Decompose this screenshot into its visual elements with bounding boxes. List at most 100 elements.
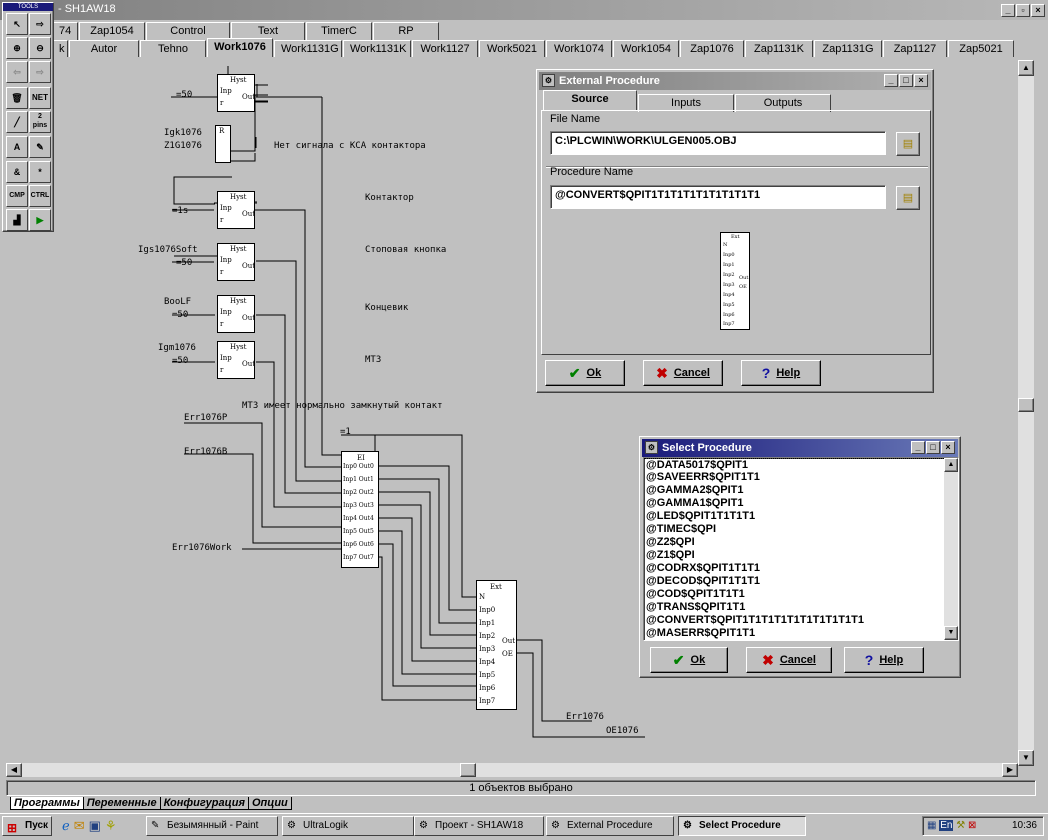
select-tool-icon[interactable]: ⇨ xyxy=(29,13,51,35)
tab-zap5021[interactable]: Zap5021 xyxy=(948,40,1014,58)
task-project[interactable]: ⚙ Проект - SH1AW18 xyxy=(414,816,544,836)
procedure-browse-button[interactable]: ▤ xyxy=(896,186,920,210)
tab-74[interactable]: 74 xyxy=(52,22,78,40)
tab-work1127[interactable]: Work1127 xyxy=(412,40,478,58)
tab-work1076[interactable]: Work1076 xyxy=(207,38,273,58)
tab-text[interactable]: Text xyxy=(231,22,305,40)
hyst-block-5[interactable]: Hyst Inp r Out xyxy=(217,341,255,379)
list-item[interactable]: @LED$QPIT1T1T1T1 xyxy=(646,510,756,522)
hscroll-thumb[interactable] xyxy=(460,763,476,777)
tab-variables[interactable]: Переменные xyxy=(82,797,160,810)
select-cancel-button[interactable]: ✖ Cancel xyxy=(746,647,832,673)
file-name-input[interactable]: C:\PLCWIN\WORK\ULGEN005.OBJ xyxy=(550,131,886,155)
list-item[interactable]: @DECOD$QPIT1T1T1 xyxy=(646,575,761,587)
list-item[interactable]: @MASERR$QPIT1T1 xyxy=(646,627,756,639)
tab-inputs[interactable]: Inputs xyxy=(638,94,734,112)
vscroll-thumb[interactable] xyxy=(1018,398,1034,412)
list-item[interactable]: @DATA5017$QPIT1 xyxy=(644,458,944,471)
task-external-procedure[interactable]: ⚙ External Procedure xyxy=(546,816,674,836)
tab-outputs[interactable]: Outputs xyxy=(735,94,831,112)
chart-tool-icon[interactable]: ▟ xyxy=(6,209,28,231)
hyst-block-1[interactable]: Hyst Inp r Out xyxy=(217,74,255,112)
tab-work1054[interactable]: Work1054 xyxy=(613,40,679,58)
tab-work1131g[interactable]: Work1131G xyxy=(274,40,342,58)
delete-icon[interactable]: 🗑 xyxy=(6,87,28,109)
task-select-procedure[interactable]: ⚙ Select Procedure xyxy=(678,816,806,836)
tab-autor[interactable]: Autor xyxy=(69,40,139,58)
select-minimize-button[interactable]: _ xyxy=(911,441,925,454)
script-tool-icon[interactable]: ✎ xyxy=(29,136,51,158)
list-item[interactable]: @SAVEERR$QPIT1T1 xyxy=(646,471,760,483)
horizontal-scrollbar[interactable]: ◀ ▶ xyxy=(6,763,1018,777)
select-maximize-button[interactable]: □ xyxy=(926,441,940,454)
tab-zap1054[interactable]: Zap1054 xyxy=(79,22,145,40)
ext-help-button[interactable]: ? Help xyxy=(741,360,821,386)
star-tool-icon[interactable]: * xyxy=(29,161,51,183)
select-ok-button[interactable]: ✔ Ok xyxy=(650,647,728,673)
tab-source[interactable]: Source xyxy=(543,90,637,110)
task-paint[interactable]: ✎ Безымянный - Paint xyxy=(146,816,278,836)
ext-minimize-button[interactable]: _ xyxy=(884,74,898,87)
ext-maximize-button[interactable]: □ xyxy=(899,74,913,87)
select-close-button[interactable]: × xyxy=(941,441,955,454)
scroll-right-arrow[interactable]: ▶ xyxy=(1002,763,1018,777)
tab-options[interactable]: Опции xyxy=(247,797,292,810)
scroll-left-arrow[interactable]: ◀ xyxy=(6,763,22,777)
tab-zap1131g[interactable]: Zap1131G xyxy=(814,40,882,58)
zoom-in-icon[interactable]: ⊕ xyxy=(6,37,28,59)
text-tool-icon[interactable]: A xyxy=(6,136,28,158)
ei-block[interactable]: EI Inp0 Out0 Inp1 Out1 Inp2 Out2 Inp3 Ou… xyxy=(341,451,379,568)
hyst-block-4[interactable]: Hyst Inp r Out xyxy=(217,295,255,333)
list-item[interactable]: @TIMEC$QPI xyxy=(646,523,717,535)
run-tool-icon[interactable]: ▶ xyxy=(29,209,51,231)
file-browse-button[interactable]: ▤ xyxy=(896,132,920,156)
r-block[interactable]: R xyxy=(215,125,231,163)
channel-icon[interactable]: ⚘ xyxy=(104,818,117,833)
and-tool-icon[interactable]: & xyxy=(6,161,28,183)
minimize-button[interactable]: _ xyxy=(1001,4,1015,17)
scroll-up-arrow[interactable]: ▲ xyxy=(1018,60,1034,76)
vertical-scrollbar[interactable]: ▲ ▼ xyxy=(1018,60,1034,766)
list-item[interactable]: @GAMMA2$QPIT1 xyxy=(646,484,744,496)
ctrl-tool-icon[interactable]: CTRL xyxy=(29,185,51,207)
antivirus-icon[interactable]: ⊠ xyxy=(968,820,977,831)
list-item[interactable]: @TRANS$QPIT1T1 xyxy=(646,601,746,613)
language-indicator[interactable]: En xyxy=(939,820,954,831)
hyst-block-2[interactable]: Hyst Inp r Out xyxy=(217,191,255,229)
procedure-name-input[interactable]: @CONVERT$QPIT1T1T1T1T1T1T1T1T1 xyxy=(550,185,886,209)
scroll-down-arrow[interactable]: ▼ xyxy=(1018,750,1034,766)
browser-icon[interactable]: ℯ xyxy=(62,818,70,833)
list-item[interactable]: @CODRX$QPIT1T1T1 xyxy=(646,562,761,574)
close-button[interactable]: × xyxy=(1031,4,1045,17)
outlook-icon[interactable]: ✉ xyxy=(73,818,85,833)
tab-work1074[interactable]: Work1074 xyxy=(546,40,612,58)
tab-zap1127[interactable]: Zap1127 xyxy=(883,40,947,58)
ext-cancel-button[interactable]: ✖ Cancel xyxy=(643,360,723,386)
procedure-list[interactable]: @DATA5017$QPIT1@SAVEERR$QPIT1T1@GAMMA2$Q… xyxy=(643,457,959,641)
list-scroll-up[interactable]: ▲ xyxy=(944,458,958,472)
line-tool-icon[interactable]: ╱ xyxy=(6,111,28,133)
cmp-tool-icon[interactable]: CMP xyxy=(6,185,28,207)
ext-block[interactable]: Ext N Inp0 Inp1 Inp2 Inp3 Inp4 Inp5 Inp6… xyxy=(476,580,517,710)
list-item[interactable]: @COD$QPIT1T1T1 xyxy=(646,588,745,600)
tab-k[interactable]: k xyxy=(52,40,68,58)
tab-zap1131k[interactable]: Zap1131K xyxy=(745,40,813,58)
tab-work5021[interactable]: Work5021 xyxy=(479,40,545,58)
desktop-icon[interactable]: ▣ xyxy=(88,818,101,833)
tab-timerc[interactable]: TimerC xyxy=(306,22,372,40)
hyst-block-3[interactable]: Hyst Inp r Out xyxy=(217,243,255,281)
tool-icon[interactable]: ⚒ xyxy=(956,820,966,831)
right-arrow-icon[interactable]: ⇨ xyxy=(29,61,51,83)
tab-tehno[interactable]: Tehno xyxy=(140,40,206,58)
pointer-tool-icon[interactable]: ↖ xyxy=(6,13,28,35)
tab-configuration[interactable]: Конфигурация xyxy=(159,797,248,810)
start-button[interactable]: ⊞ Пуск xyxy=(2,816,52,836)
list-scrollbar[interactable]: ▲ ▼ xyxy=(944,458,958,640)
network-icon[interactable]: ▦ xyxy=(927,820,937,831)
tab-zap1076[interactable]: Zap1076 xyxy=(680,40,744,58)
list-item[interactable]: @Z2$QPI xyxy=(646,536,695,548)
tab-control[interactable]: Control xyxy=(146,22,230,40)
ext-ok-button[interactable]: ✔ Ok xyxy=(545,360,625,386)
tab-programs[interactable]: Программы xyxy=(10,797,83,810)
